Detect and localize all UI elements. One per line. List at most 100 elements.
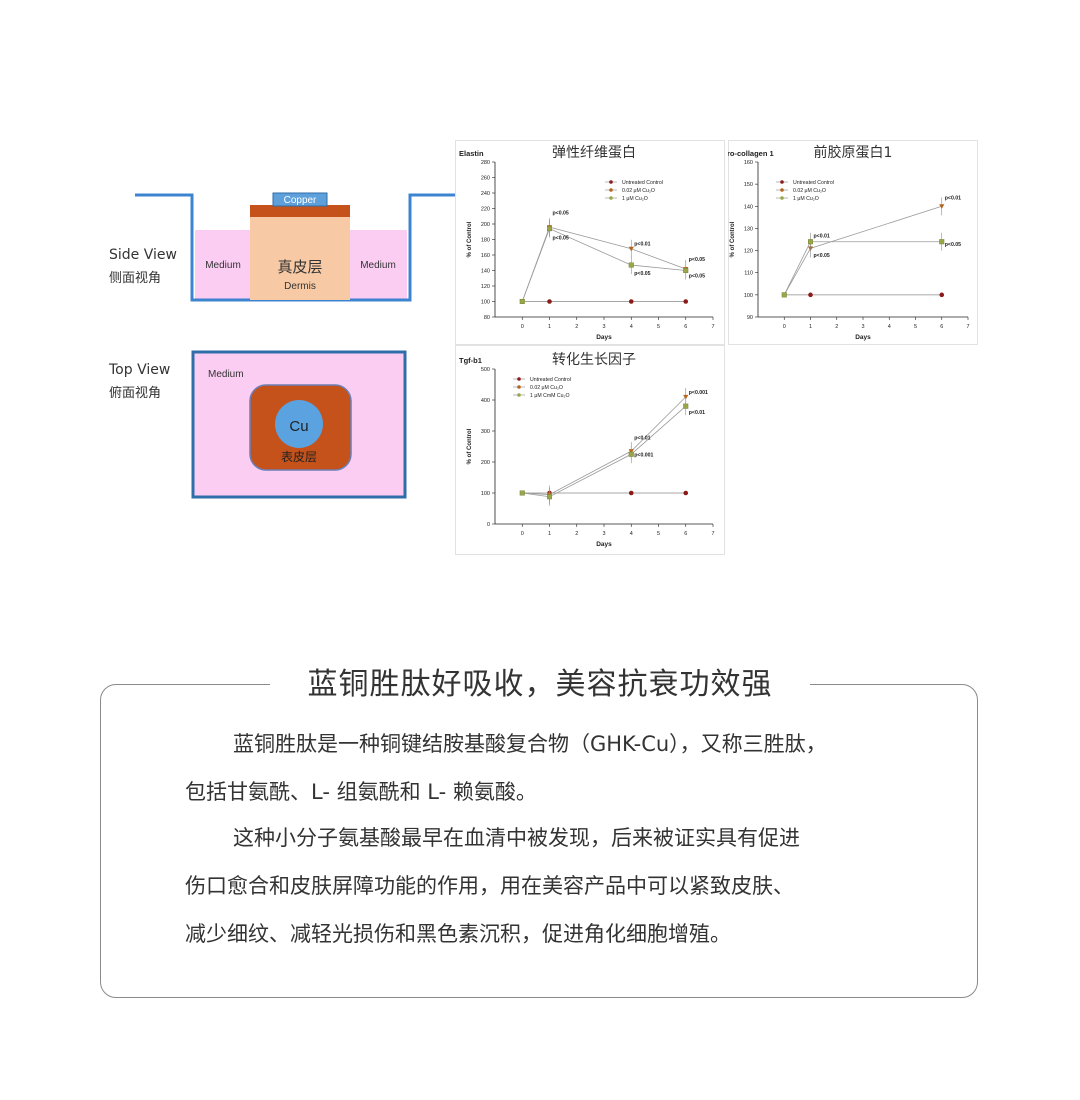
p-value-annotation: p<0.05 — [689, 273, 705, 279]
copper-pad — [272, 192, 328, 207]
x-tick-label: 7 — [711, 531, 714, 537]
y-axis-title: % of Control — [730, 221, 736, 257]
y-tick-label: 100 — [481, 491, 490, 497]
data-point — [683, 403, 689, 409]
epidermis-cn-label: 表皮层 — [281, 450, 317, 464]
legend-label: Untreated Control — [793, 180, 834, 186]
p-value-annotation: p<0.01 — [814, 233, 830, 239]
y-tick-label: 400 — [481, 398, 490, 404]
data-point — [628, 451, 634, 457]
data-point — [683, 299, 689, 304]
x-tick-label: 6 — [940, 324, 943, 330]
data-point — [781, 292, 787, 298]
copper-label: Copper — [284, 195, 317, 206]
top-view-caption: Top View 俯面视角 — [109, 360, 170, 404]
p-value-annotation: p<0.05 — [689, 257, 705, 263]
legend-label: 1 μM CmM Cu₂O — [530, 393, 570, 399]
legend-marker — [780, 188, 784, 192]
p-value-annotation: p<0.01 — [634, 242, 650, 248]
x-axis-title: Days — [596, 541, 612, 548]
data-point — [546, 494, 552, 500]
p-value-annotation: p<0.05 — [814, 253, 830, 259]
y-tick-label: 110 — [744, 271, 753, 277]
x-tick-label: 5 — [914, 324, 917, 330]
epidermis-layer — [250, 205, 350, 217]
data-point — [628, 490, 634, 496]
chart-frame — [455, 345, 725, 555]
p-value-annotation: p<0.01 — [689, 410, 705, 416]
chart-title: 弹性纤维蛋白 — [552, 145, 636, 161]
paragraph-2-line-1: 这种小分子氨基酸最早在血清中被发现，后来被证实具有促进 — [233, 826, 800, 850]
y-tick-label: 300 — [481, 429, 490, 435]
paragraph-2-line-3: 减少细纹、减轻光损伤和黑色素沉积，促进角化细胞增殖。 — [185, 922, 731, 946]
legend-label: Untreated Control — [622, 180, 663, 186]
legend-label: Untreated Control — [530, 377, 571, 383]
p-value-annotation: p<0.01 — [634, 436, 650, 442]
chart-panel-label: Tgf-b1 — [459, 356, 482, 365]
series-line — [522, 396, 687, 495]
data-point — [683, 490, 689, 496]
x-tick-label: 3 — [861, 324, 864, 330]
legend-label: 0.02 μM Cu₂O — [622, 188, 655, 194]
procollagen-chart: Pro-collagen 1前胶原蛋白190100110120130140150… — [728, 140, 978, 345]
x-tick-label: 5 — [657, 531, 660, 537]
legend-marker — [780, 196, 784, 200]
y-tick-label: 140 — [744, 204, 753, 210]
side-medium-right-label: Medium — [360, 260, 396, 271]
y-tick-label: 200 — [481, 460, 490, 466]
legend-marker — [517, 393, 521, 397]
paragraph-2-line-2: 伤口愈合和皮肤屏障功能的作用，用在美容产品中可以紧致皮肤、 — [185, 874, 794, 898]
data-point — [628, 299, 634, 304]
legend-label: 0.02 μM Cu₂O — [793, 188, 826, 194]
y-tick-label: 0 — [487, 522, 490, 528]
x-axis-title: Days — [596, 334, 612, 341]
x-tick-label: 6 — [684, 324, 687, 330]
data-point — [519, 490, 525, 496]
legend-label: 1 μM Cu₂O — [622, 196, 648, 202]
legend-label: 1 μM Cu₂O — [793, 196, 819, 202]
top-view-cn: 俯面视角 — [109, 386, 162, 401]
data-point — [939, 239, 945, 245]
x-tick-label: 3 — [602, 531, 605, 537]
x-tick-label: 3 — [602, 324, 605, 330]
legend-marker — [517, 377, 521, 381]
p-value-annotation: p<0.001 — [634, 452, 653, 458]
legend-marker — [609, 196, 613, 200]
p-value-annotation: p<0.05 — [553, 211, 569, 217]
data-point — [546, 226, 552, 232]
data-point — [547, 299, 552, 304]
cu-label: Cu — [289, 418, 308, 435]
x-tick-label: 1 — [548, 531, 551, 537]
p-value-annotation: p<0.05 — [634, 271, 650, 277]
top-view-en: Top View — [109, 362, 171, 378]
side-medium-left-label: Medium — [205, 260, 241, 271]
y-tick-label: 150 — [744, 182, 753, 188]
y-tick-label: 90 — [747, 315, 753, 321]
top-copper-circle — [275, 400, 323, 448]
y-axis-title: % of Control — [467, 428, 473, 464]
dermis-cn-label: 真皮层 — [277, 258, 322, 276]
paragraph-1-line-2: 包括甘氨酰、L- 组氨酰和 L- 赖氨酸。 — [185, 780, 537, 804]
y-tick-label: 80 — [484, 315, 490, 321]
side-view-cn: 侧面视角 — [109, 271, 162, 286]
y-tick-label: 120 — [744, 249, 753, 255]
legend-label: 0.02 μM Cu₂O — [530, 385, 563, 391]
section-title: 蓝铜胜肽好吸收，美容抗衰功效强 — [270, 660, 810, 710]
y-tick-label: 100 — [481, 300, 490, 306]
x-tick-label: 1 — [809, 324, 812, 330]
x-tick-label: 0 — [521, 324, 524, 330]
y-tick-label: 500 — [481, 367, 490, 373]
data-point — [683, 394, 689, 400]
copper-dermis-diagram: Copper Medium Medium 真皮层 Dermis Cu 表皮层 M… — [135, 192, 466, 499]
x-tick-label: 2 — [575, 324, 578, 330]
p-value-annotation: p<0.001 — [689, 390, 708, 396]
x-tick-label: 2 — [835, 324, 838, 330]
x-tick-label: 4 — [630, 531, 633, 537]
x-tick-label: 7 — [711, 324, 714, 330]
dermis-en-label: Dermis — [284, 281, 316, 292]
chart-panel-label: Pro-collagen 1 — [728, 149, 774, 158]
top-medium-label: Medium — [208, 369, 244, 380]
chart-title: 前胶原蛋白1 — [814, 144, 893, 161]
